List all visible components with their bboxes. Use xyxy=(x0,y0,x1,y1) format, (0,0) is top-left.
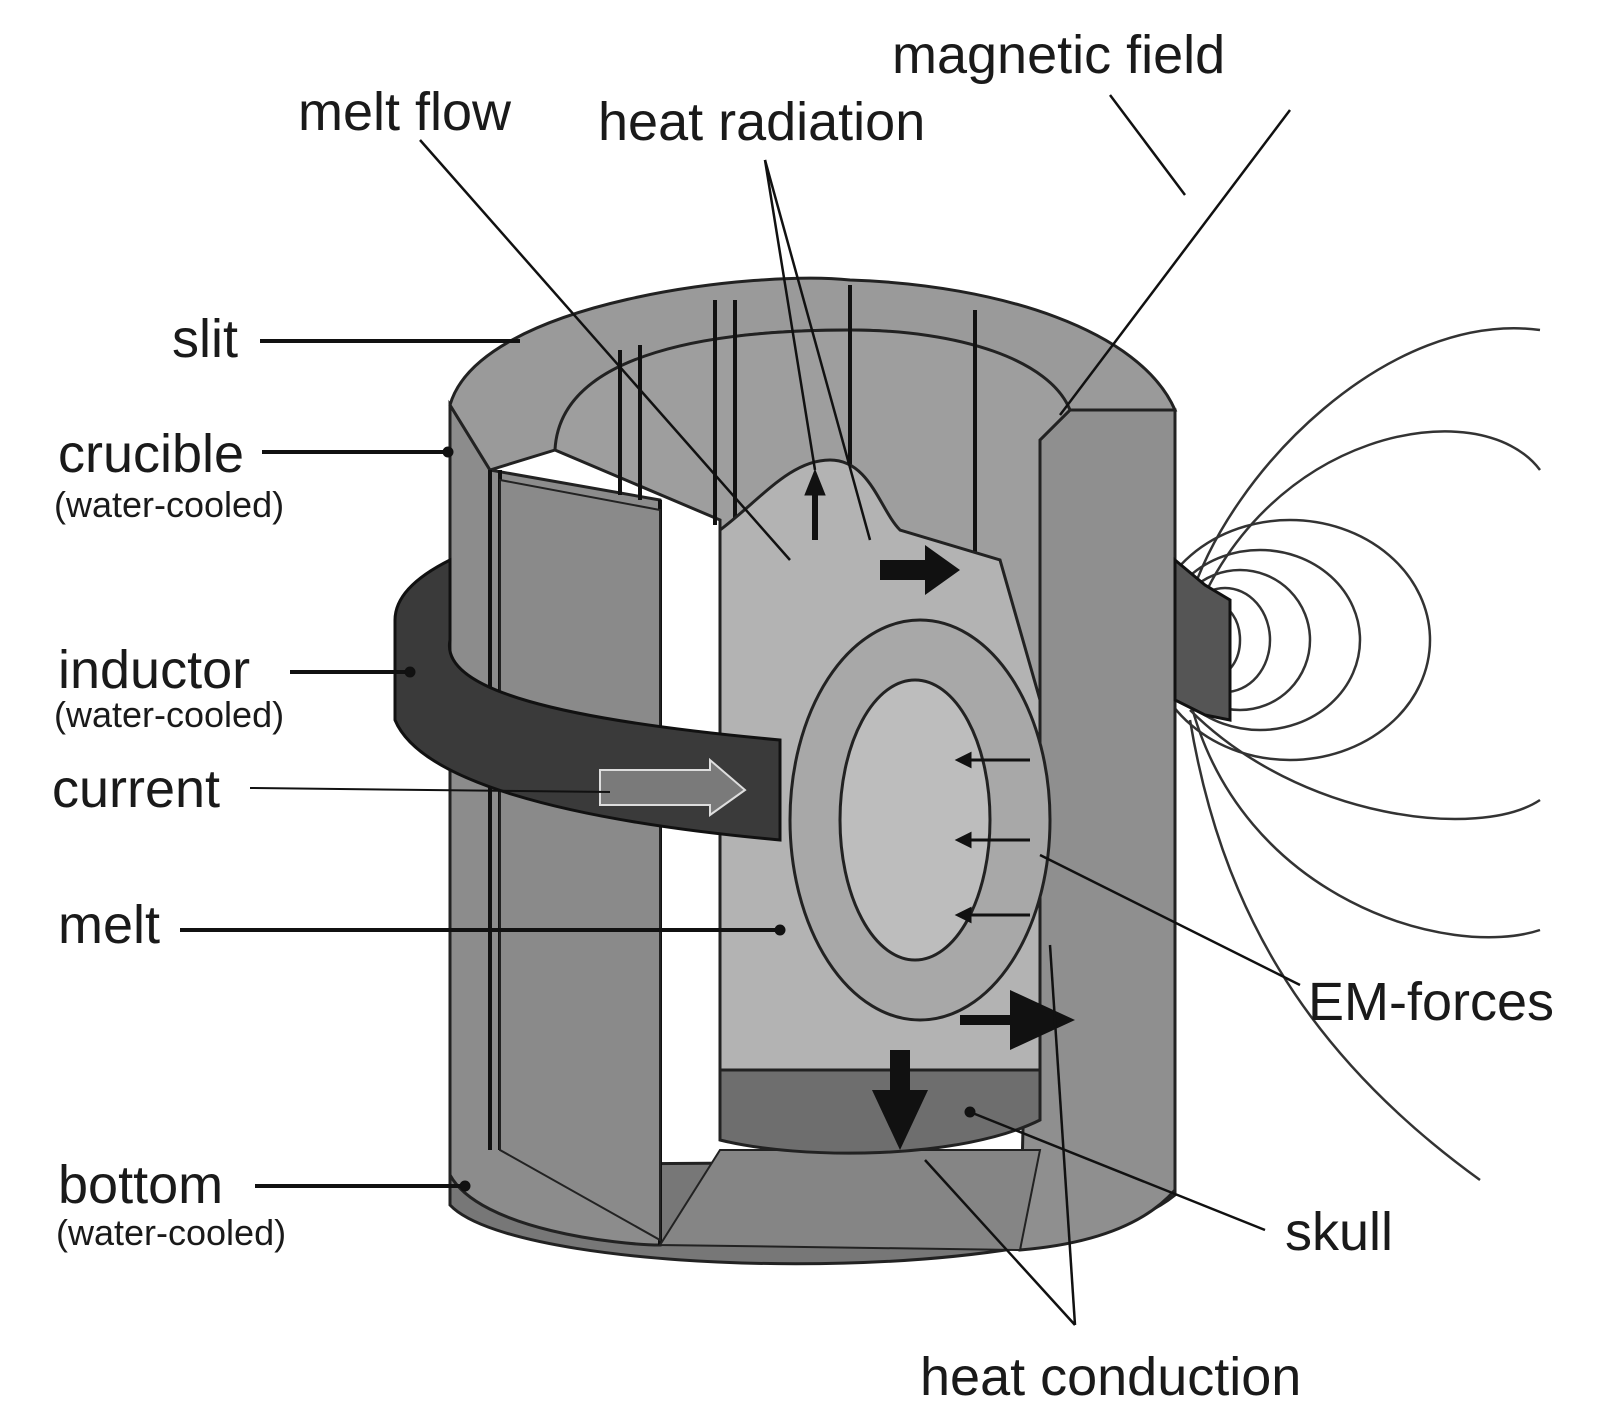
label-magnetic-field: magnetic field xyxy=(892,25,1226,85)
label-current: current xyxy=(52,759,221,819)
inductor-band xyxy=(393,556,1232,842)
label-inductor-note: (water-cooled) xyxy=(54,694,285,735)
current-arrow-icon xyxy=(599,757,747,817)
label-heat-conduction: heat conduction xyxy=(920,1347,1302,1407)
label-heat-radiation: heat radiation xyxy=(598,92,926,152)
conduction-arrow-right-lower-icon xyxy=(960,990,1075,1050)
skull-layer xyxy=(718,1068,1042,1155)
magnetic-field-lines xyxy=(1148,327,1541,1182)
label-em-forces: EM-forces xyxy=(1308,972,1555,1032)
conduction-arrow-down-icon xyxy=(872,1050,928,1150)
label-inductor: inductor xyxy=(58,640,251,700)
em-force-arrows xyxy=(954,751,1030,924)
label-melt-flow: melt flow xyxy=(298,82,512,142)
leader-lines xyxy=(180,94,1301,1326)
heat-conduction-arrows xyxy=(872,545,1075,1150)
conduction-arrow-right-icon xyxy=(880,545,960,595)
label-crucible: crucible xyxy=(58,424,245,484)
label-slit: slit xyxy=(172,309,238,369)
label-skull: skull xyxy=(1285,1202,1394,1262)
label-melt: melt xyxy=(58,895,161,955)
heat-radiation-arrow-icon xyxy=(804,468,826,540)
label-bottom-note: (water-cooled) xyxy=(56,1212,287,1253)
label-crucible-note: (water-cooled) xyxy=(54,484,285,525)
label-bottom: bottom xyxy=(58,1155,224,1215)
